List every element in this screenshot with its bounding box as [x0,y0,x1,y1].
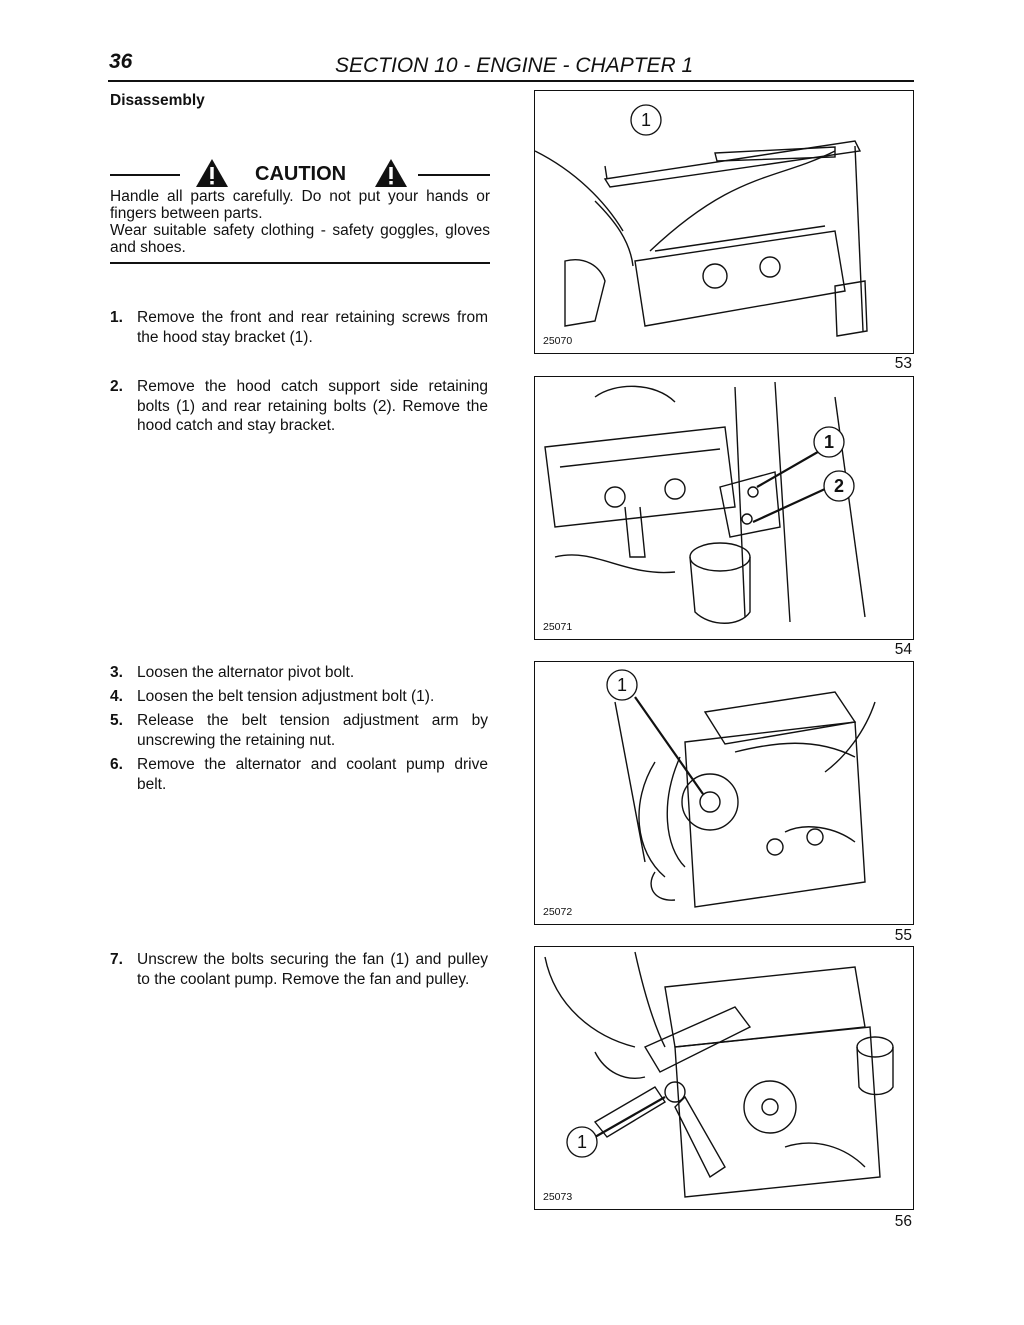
subheading: Disassembly [110,92,205,109]
step-number: 3. [110,664,123,681]
callout-label: 1 [616,675,627,695]
figure-code: 25071 [543,621,573,633]
figure-code: 25072 [543,906,573,918]
caution-rule-right [418,174,490,176]
figure-number: 54 [894,641,912,658]
callout-marker [823,470,855,502]
page-number: 36 [109,50,133,73]
callout-label: 1 [640,110,651,130]
step-number: 4. [110,688,123,705]
section-title: SECTION 10 - ENGINE - CHAPTER 1 [335,54,694,77]
warning-triangle-icon [196,159,228,187]
figure-number: 55 [894,927,912,944]
step-item: 6. Remove the alternator and coolant pum… [110,755,488,794]
figure-hood-catch-bracket: 1 2 25071 [534,376,914,640]
step-item: 2. Remove the hood catch support side re… [110,377,488,436]
step-number: 1. [110,309,123,326]
step-item: 1. Remove the front and rear retaining s… [110,308,488,347]
figure-code: 25073 [543,1191,573,1203]
warning-triangle-icon [375,159,407,187]
callout-label: 1 [823,432,834,452]
caution-rule-bottom [110,262,490,264]
step-number: 6. [110,756,123,773]
step-item: 4. Loosen the belt tension adjustment bo… [110,687,488,707]
step-text: Unscrew the bolts securing the fan (1) a… [137,951,488,988]
step-number: 7. [110,951,123,968]
callout-label: 2 [833,476,844,496]
step-item: 5. Release the belt tension adjustment a… [110,711,488,750]
callout-marker [566,1126,598,1158]
caution-line: Wear suitable safety clothing - safety g… [110,222,490,256]
step-number: 2. [110,378,123,395]
callout-label: 1 [576,1132,587,1152]
callout-marker [813,426,845,458]
step-number: 5. [110,712,123,729]
engine-illustration [535,140,868,337]
figure-engine-hood-stay: 1 25070 [534,90,914,354]
figure-alternator-belt: 1 25072 [534,661,914,925]
step-text: Remove the alternator and coolant pump d… [137,756,488,793]
step-text: Release the belt tension adjustment arm … [137,712,488,749]
caution-label: CAUTION [255,163,347,185]
caution-rule-left [110,174,180,176]
figure-number: 53 [894,355,912,372]
header-divider [108,80,914,82]
figure-number: 56 [894,1213,912,1230]
step-item: 7. Unscrew the bolts securing the fan (1… [110,950,488,989]
caution-text: Handle all parts carefully. Do not put y… [110,188,490,256]
engine-illustration [544,951,894,1198]
figure-fan-pulley: 1 25073 [534,946,914,1210]
step-text: Loosen the belt tension adjustment bolt … [137,688,435,705]
caution-line: Handle all parts carefully. Do not put y… [110,188,490,222]
callout-marker [606,669,638,701]
callout-marker [630,104,662,136]
engine-illustration [544,381,866,624]
engine-illustration [614,691,876,908]
step-item: 3. Loosen the alternator pivot bolt. [110,663,488,683]
step-text: Remove the front and rear retaining scre… [137,309,488,346]
step-text: Loosen the alternator pivot bolt. [137,664,355,681]
step-text: Remove the hood catch support side retai… [137,378,488,434]
figure-code: 25070 [543,335,573,347]
